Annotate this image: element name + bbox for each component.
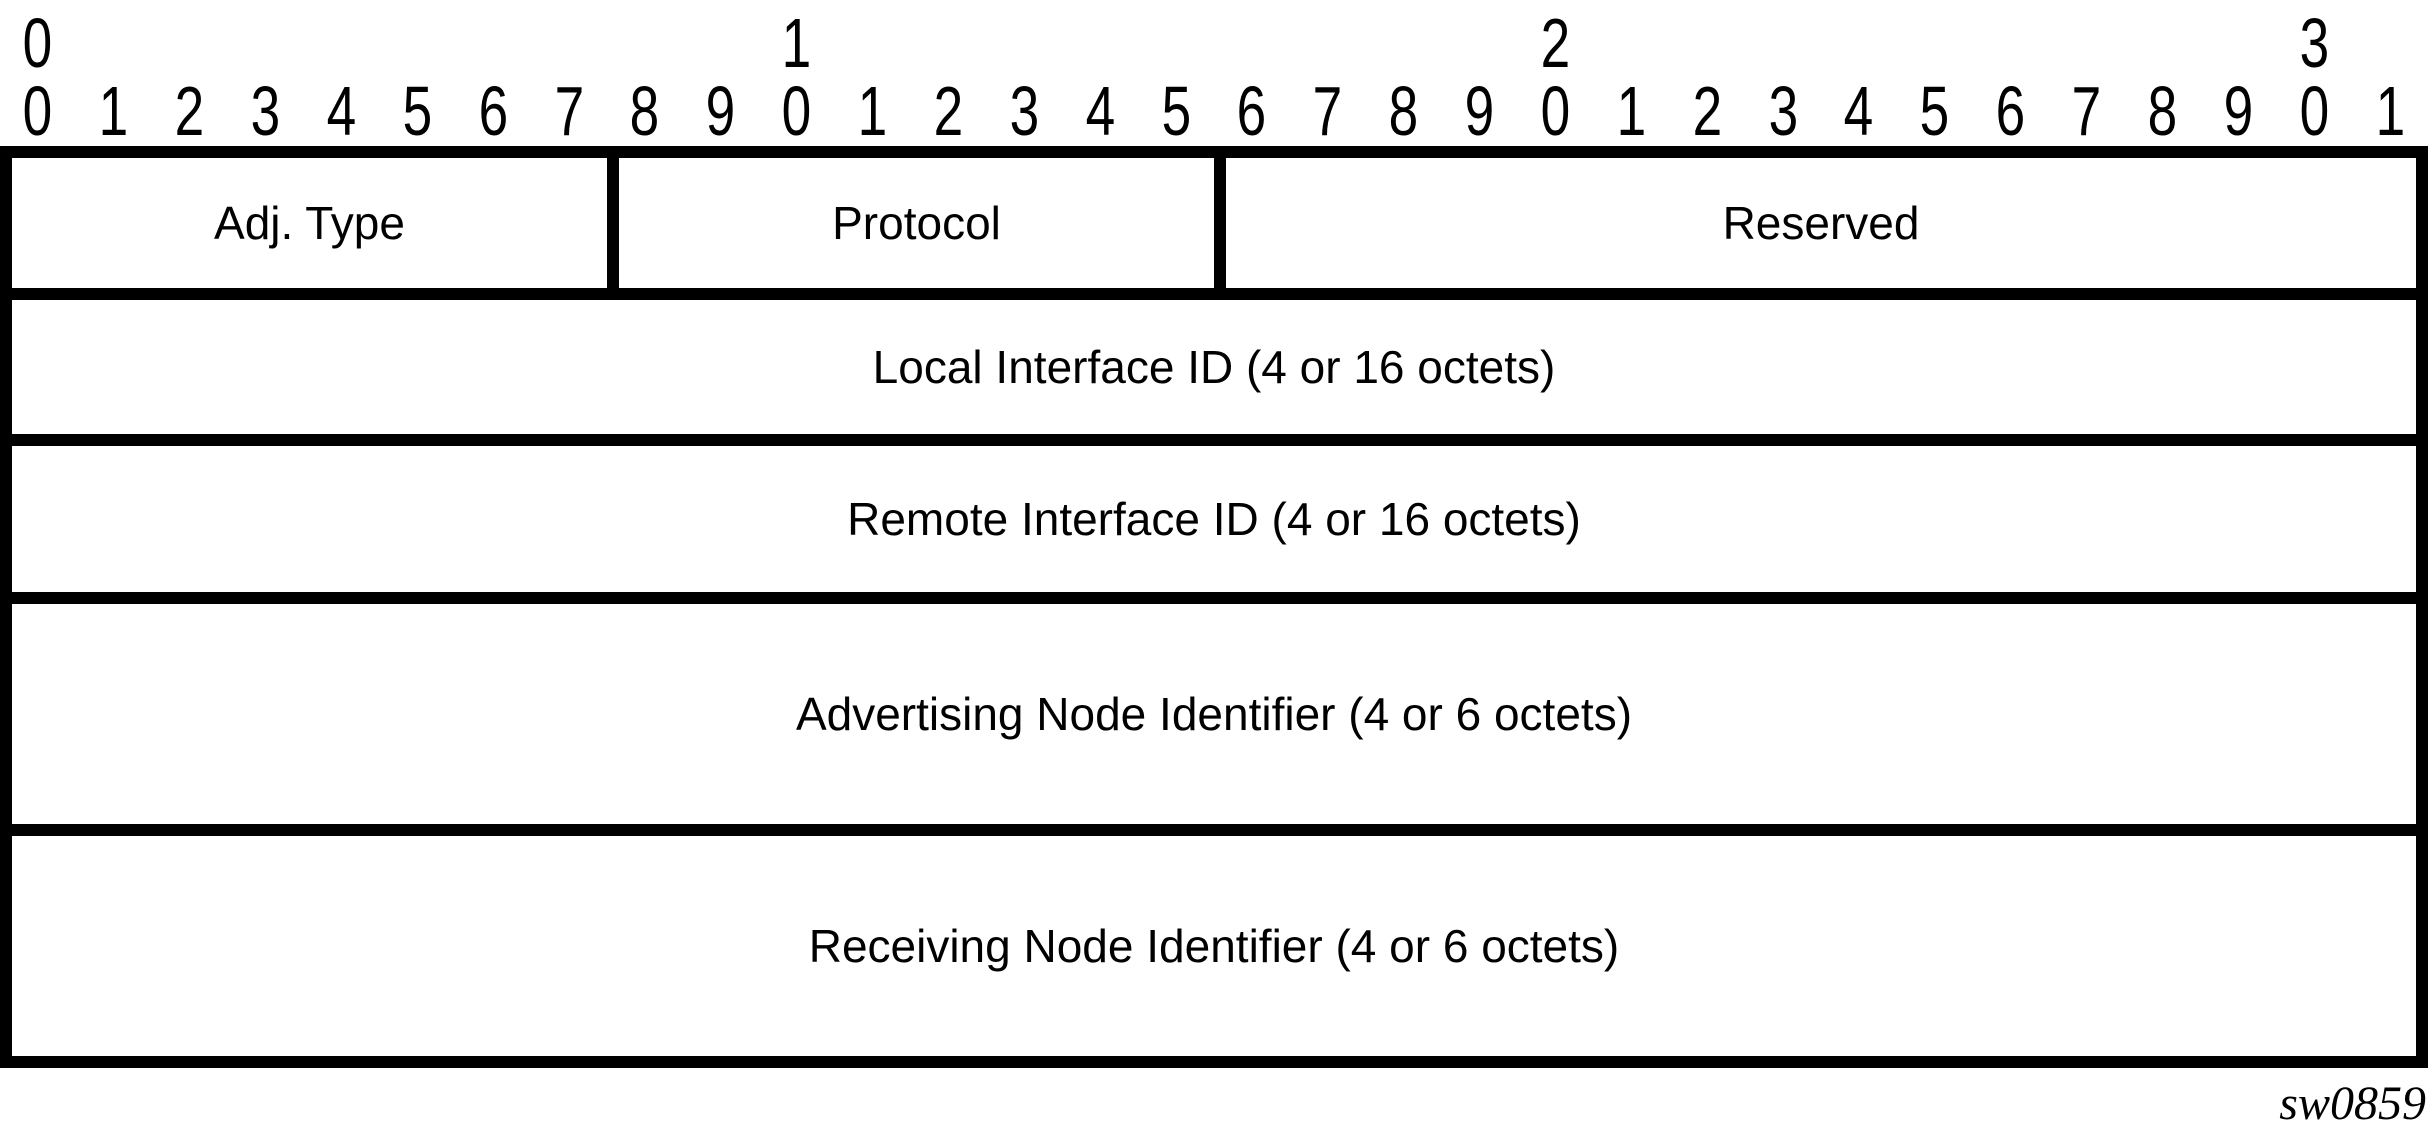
bit-units-digit: 8 <box>1388 72 1419 150</box>
packet-row: Receiving Node Identifier (4 or 6 octets… <box>12 824 2416 1056</box>
bit-units-digit: 1 <box>1616 72 1647 150</box>
bit-units-digit: 9 <box>706 72 736 150</box>
field-label: Receiving Node Identifier (4 or 6 octets… <box>808 919 1620 972</box>
field-reserved: Reserved <box>1214 158 2416 288</box>
bit-units-digit: 9 <box>1464 72 1495 150</box>
bit-units-digit: 0 <box>1540 72 1571 150</box>
bit-units-digit: 3 <box>250 72 281 150</box>
bit-units-digit: 6 <box>478 72 508 150</box>
packet-row: Advertising Node Identifier (4 or 6 octe… <box>12 592 2416 824</box>
bit-units-digit: 3 <box>1768 72 1798 150</box>
bit-units-digit: 1 <box>99 72 129 150</box>
bit-units-digit: 7 <box>554 72 584 150</box>
field-protocol: Protocol <box>607 158 1214 288</box>
bit-units-digit: 0 <box>2299 72 2329 150</box>
bit-units-digit: 1 <box>2375 72 2405 150</box>
bit-units-digit: 7 <box>1313 72 1343 150</box>
bit-units-digit: 4 <box>1085 72 1115 150</box>
figure-id-label: sw0859 <box>2279 1077 2426 1130</box>
field-local-interface-id: Local Interface ID (4 or 16 octets) <box>12 300 2416 434</box>
bit-units-digit: 5 <box>402 72 433 150</box>
bit-units-digit: 0 <box>23 72 53 150</box>
bit-units-digit: 8 <box>2147 72 2178 150</box>
bit-tens-digit: 3 <box>2299 4 2329 82</box>
field-label: Advertising Node Identifier (4 or 6 octe… <box>795 687 1633 740</box>
bit-units-digit: 6 <box>1237 72 1267 150</box>
field-label: Adj. Type <box>214 196 405 249</box>
field-label: Protocol <box>832 196 1001 249</box>
bit-units-digit: 5 <box>1161 72 1191 150</box>
field-remote-interface-id: Remote Interface ID (4 or 16 octets) <box>12 446 2416 592</box>
field-adj-type: Adj. Type <box>12 158 607 288</box>
bit-tens-digit: 2 <box>1540 4 1571 82</box>
field-label: Reserved <box>1722 196 1920 249</box>
field-advertising-node-identifier: Advertising Node Identifier (4 or 6 octe… <box>12 604 2416 824</box>
bit-units-digit: 1 <box>857 72 888 150</box>
bit-units-digit: 4 <box>1844 72 1874 150</box>
field-label: Local Interface ID (4 or 16 octets) <box>872 340 1556 393</box>
bit-units-digit: 4 <box>326 72 357 150</box>
bit-units-digit: 6 <box>1995 72 2026 150</box>
packet-row: Adj. Type Protocol Reserved <box>12 158 2416 288</box>
packet-row: Remote Interface ID (4 or 16 octets) <box>12 434 2416 592</box>
bit-tens-digit: 0 <box>23 4 53 82</box>
bit-units-digit: 0 <box>781 72 812 150</box>
bit-units-digit: 2 <box>933 72 964 150</box>
bit-units-digit: 8 <box>630 72 660 150</box>
bit-units-digit: 9 <box>2223 72 2254 150</box>
bit-units-digit: 2 <box>174 72 205 150</box>
bit-units-digit: 5 <box>1920 72 1950 150</box>
bit-units-digit: 2 <box>1692 72 1722 150</box>
bit-units-digit: 7 <box>2071 72 2102 150</box>
field-receiving-node-identifier: Receiving Node Identifier (4 or 6 octets… <box>12 836 2416 1056</box>
packet-row: Local Interface ID (4 or 16 octets) <box>12 288 2416 434</box>
bit-tens-digit: 1 <box>781 4 812 82</box>
bit-units-digit: 3 <box>1009 72 1040 150</box>
field-label: Remote Interface ID (4 or 16 octets) <box>847 492 1581 545</box>
